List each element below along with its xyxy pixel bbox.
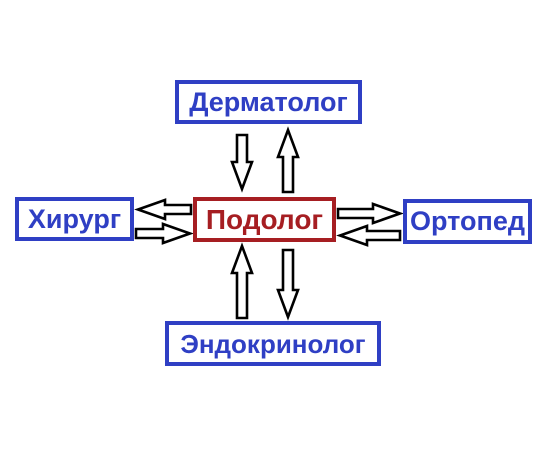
arrow-endokrinolog-to-podolog — [230, 242, 254, 320]
node-dermatolog-label: Дерматолог — [189, 86, 348, 117]
arrow-ortoped-to-podolog — [336, 224, 402, 247]
arrow-podolog-to-ortoped — [336, 202, 404, 225]
node-podolog-label: Подолог — [205, 203, 324, 235]
node-ortoped: Ортопед — [403, 199, 532, 244]
node-ortoped-label: Ортопед — [410, 206, 525, 236]
node-podolog: Подолог — [193, 197, 336, 242]
node-khirurg-label: Хирург — [27, 203, 122, 234]
arrow-podolog-to-dermatolog — [276, 126, 300, 194]
node-dermatolog: Дерматолог — [175, 80, 362, 124]
arrow-podolog-to-khirurg — [134, 198, 193, 221]
arrow-khirurg-to-podolog — [134, 222, 194, 245]
node-khirurg: Хирург — [15, 197, 134, 241]
node-endokrinolog-label: Эндокринолог — [180, 328, 366, 359]
node-endokrinolog: Эндокринолог — [165, 321, 381, 366]
arrow-podolog-to-endokrinolog — [276, 248, 300, 321]
arrow-dermatolog-to-podolog — [230, 133, 254, 193]
